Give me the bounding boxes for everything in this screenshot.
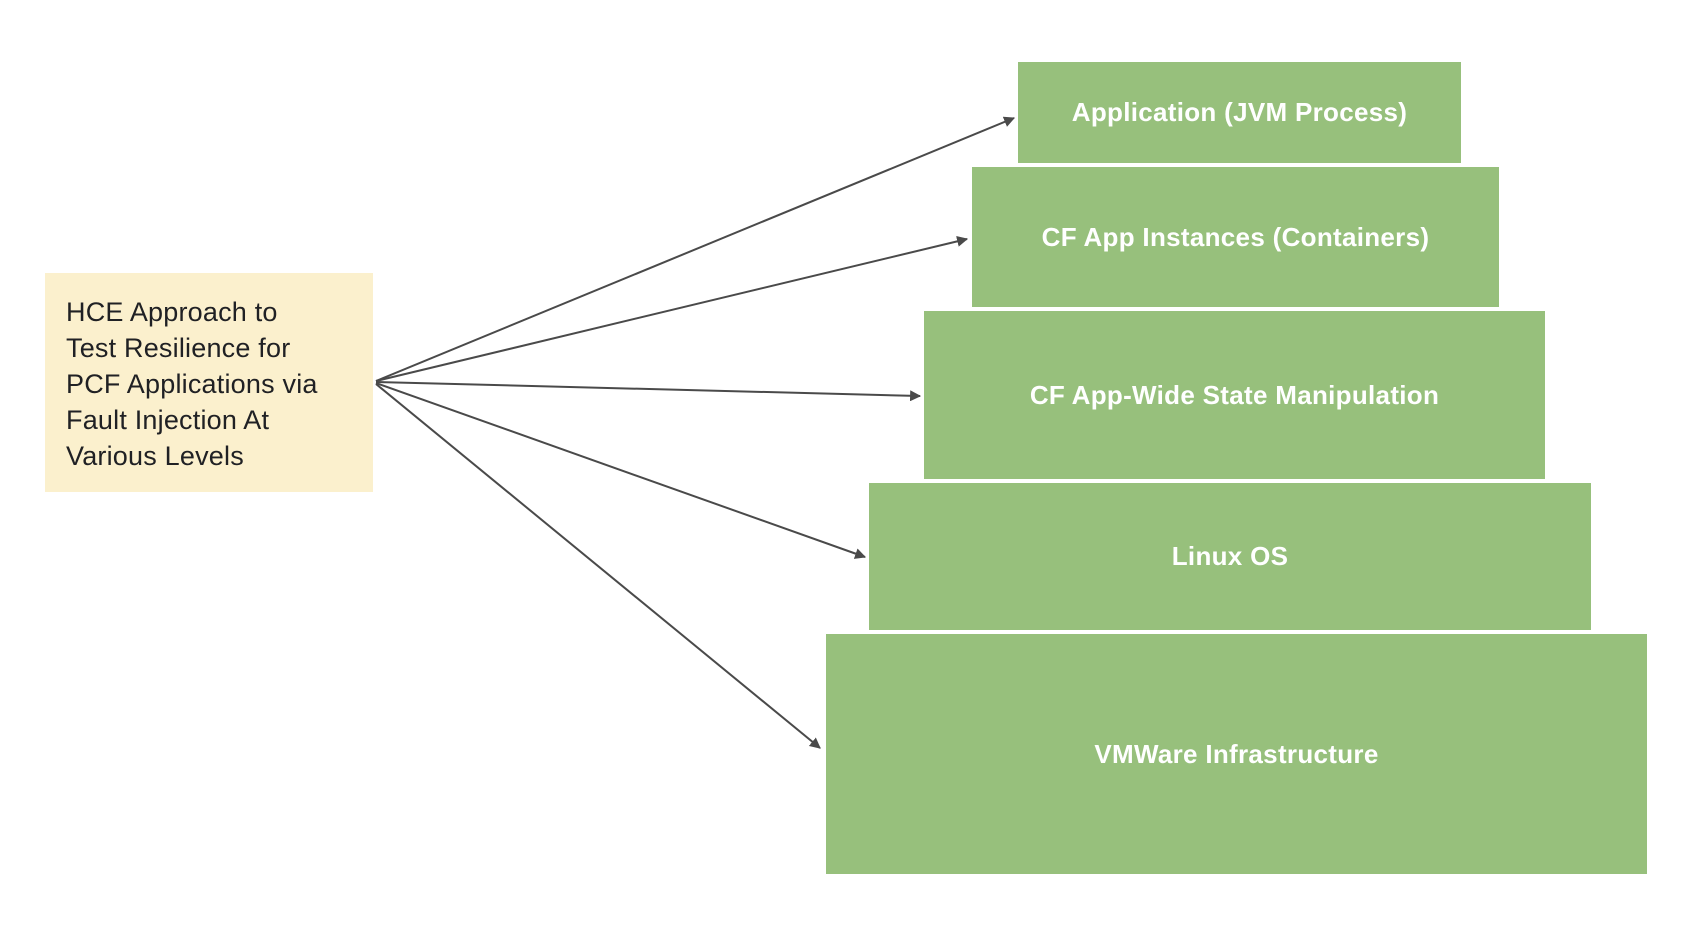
source-note-line: Various Levels	[66, 441, 244, 471]
level-label: Linux OS	[1171, 541, 1289, 571]
arrow-to-cf-app-wide-state	[375, 381, 922, 402]
level-label: Application (JVM Process)	[1071, 97, 1408, 127]
level-box-cf-app-wide-state-manipulation: CF App-Wide State Manipulation	[924, 311, 1545, 479]
arrow-to-vmware-infrastructure	[375, 383, 821, 749]
level-box-vmware-infrastructure: VMWare Infrastructure	[826, 634, 1647, 874]
level-label: VMWare Infrastructure	[1094, 738, 1379, 769]
source-note-box: HCE Approach to Test Resilience for PCF …	[45, 273, 373, 492]
arrow-to-cf-app-instances	[375, 235, 969, 382]
level-label: CF App Instances (Containers)	[1041, 221, 1430, 252]
arrow-to-linux-os	[375, 382, 867, 559]
source-note-line: Test Resilience for	[66, 333, 291, 363]
source-note-line: HCE Approach to	[66, 297, 278, 327]
level-box-application-jvm-process: Application (JVM Process)	[1018, 62, 1461, 163]
source-note-line: Fault Injection At	[66, 405, 270, 435]
level-box-linux-os: Linux OS	[869, 483, 1591, 630]
level-label: CF App-Wide State Manipulation	[1029, 379, 1440, 410]
arrow-to-application	[375, 116, 1016, 382]
level-box-cf-app-instances-containers: CF App Instances (Containers)	[972, 167, 1499, 307]
source-note-line: PCF Applications via	[66, 369, 318, 399]
